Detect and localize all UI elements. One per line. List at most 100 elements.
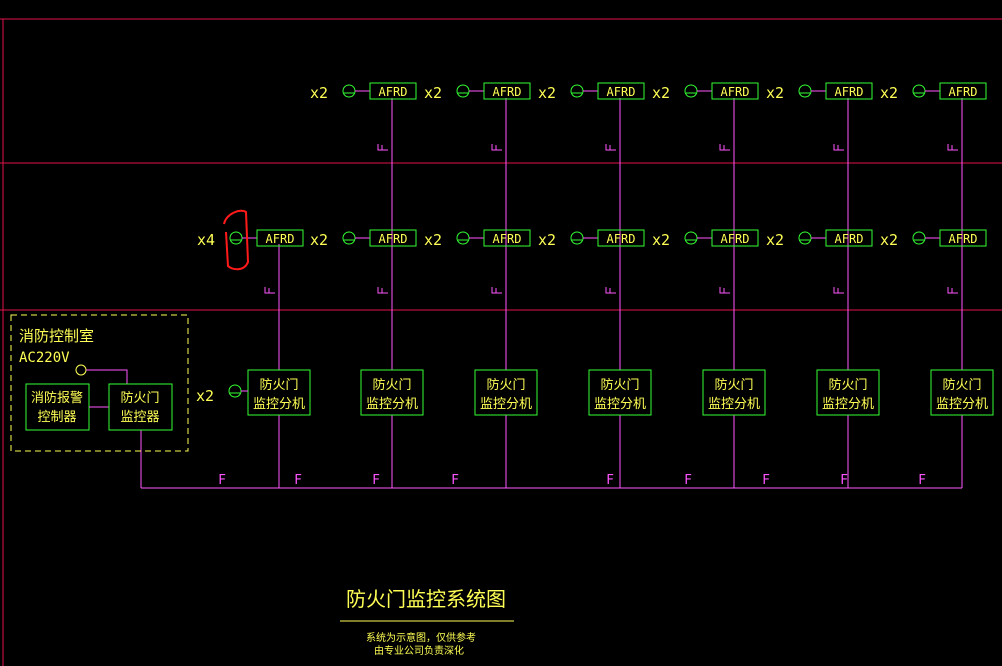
sub-unit-box	[360, 369, 424, 416]
control-room-label: 消防控制室	[19, 327, 94, 345]
sub-unit-label-2: 监控分机	[708, 397, 760, 412]
sub-unit-label-2: 监控分机	[936, 397, 988, 412]
sub-unit-label-2: 监控分机	[822, 397, 874, 412]
power-label: AC220V	[19, 350, 70, 366]
terminal-icon	[833, 287, 844, 294]
sub-unit-label-1: 防火门	[486, 377, 525, 393]
afrd-box	[597, 229, 645, 247]
detector-icon	[456, 231, 470, 245]
device-count: x2	[538, 231, 556, 249]
hand-annotation-mark	[223, 209, 250, 271]
afrd-box	[369, 229, 417, 247]
row1-module-5: x2 AFRD	[880, 82, 987, 102]
row2-module-3: x2 AFRD	[538, 229, 645, 249]
sub-unit-label-1: 防火门	[600, 377, 639, 393]
afrd-label: AFRD	[607, 232, 636, 246]
sub-unit-label-2: 监控分机	[480, 397, 532, 412]
device-count: x2	[880, 231, 898, 249]
afrd-label: AFRD	[949, 85, 978, 99]
wiring	[140, 98, 963, 489]
afrd-label: AFRD	[835, 232, 864, 246]
afrd-box	[939, 82, 987, 100]
device-count: x2	[424, 84, 442, 102]
bus-label-6: F	[762, 473, 770, 488]
detector-icon	[229, 231, 243, 245]
device-count: x2	[424, 231, 442, 249]
afrd-label: AFRD	[379, 85, 408, 99]
afrd-label: AFRD	[949, 232, 978, 246]
alarm-controller-label-2: 控制器	[37, 410, 76, 425]
note-line-2: 由专业公司负责深化	[374, 644, 464, 657]
detector-icon	[456, 84, 470, 98]
sub-unit-label-1: 防火门	[259, 377, 298, 393]
device-count: x2	[310, 231, 328, 249]
detector-icon	[684, 231, 698, 245]
row2-module-6: x2 AFRD	[880, 229, 987, 249]
terminal-icon	[833, 144, 844, 151]
terminal-icon	[377, 144, 388, 151]
bus-label-1: F	[294, 473, 302, 488]
sub-unit-box	[930, 369, 994, 416]
sub-unit-box	[474, 369, 538, 416]
sub-unit-box	[816, 369, 880, 416]
afrd-box	[711, 229, 759, 247]
terminal-icon	[491, 287, 502, 294]
bus-label-5: F	[684, 473, 692, 488]
afrd-label: AFRD	[835, 85, 864, 99]
device-count: x2	[652, 84, 670, 102]
afrd-label: AFRD	[379, 232, 408, 246]
bus-label-4: F	[606, 473, 614, 488]
device-count: x2	[652, 231, 670, 249]
sub-unit-label-1: 防火门	[372, 377, 411, 393]
afrd-label: AFRD	[493, 232, 522, 246]
bus-label-8: F	[918, 473, 926, 488]
sub-unit-label-1: 防火门	[714, 377, 753, 393]
afrd-box	[825, 229, 873, 247]
afrd-box	[825, 82, 873, 100]
power-terminal-icon	[75, 364, 87, 376]
device-count: x2	[880, 84, 898, 102]
terminal-icon	[605, 287, 616, 294]
row2-module-1: x2 AFRD	[310, 229, 417, 249]
alarm-controller-label-1: 消防报警	[31, 390, 83, 406]
detector-icon	[228, 384, 242, 398]
bus-label-7: F	[840, 473, 848, 488]
row2-module-2: x2 AFRD	[424, 229, 531, 249]
afrd-label: AFRD	[721, 85, 750, 99]
bus-label-3: F	[451, 473, 459, 488]
sub-unit-box	[702, 369, 766, 416]
afrd-label: AFRD	[266, 232, 295, 246]
device-count: x4	[197, 231, 215, 249]
sub-unit-label-1: 防火门	[828, 377, 867, 393]
detector-icon	[342, 84, 356, 98]
sub-unit-label-2: 监控分机	[366, 397, 418, 412]
diagram-title: 防火门监控系统图	[346, 587, 506, 611]
afrd-box	[483, 229, 531, 247]
sub-unit-label-2: 监控分机	[594, 397, 646, 412]
terminal-icon	[491, 144, 502, 151]
sub-unit-label-2: 监控分机	[253, 397, 305, 412]
control-room-box: 消防控制室 AC220V 消防报警 控制器 防火门 监控器	[10, 314, 189, 452]
row3-count: x2	[196, 387, 214, 405]
detector-icon	[912, 84, 926, 98]
terminal-icon	[719, 144, 730, 151]
door-monitor-box	[108, 383, 173, 431]
terminal-icon	[605, 144, 616, 151]
afrd-box	[483, 82, 531, 100]
bus-label-2: F	[372, 473, 380, 488]
afrd-label: AFRD	[607, 85, 636, 99]
sub-unit-box	[247, 369, 311, 416]
